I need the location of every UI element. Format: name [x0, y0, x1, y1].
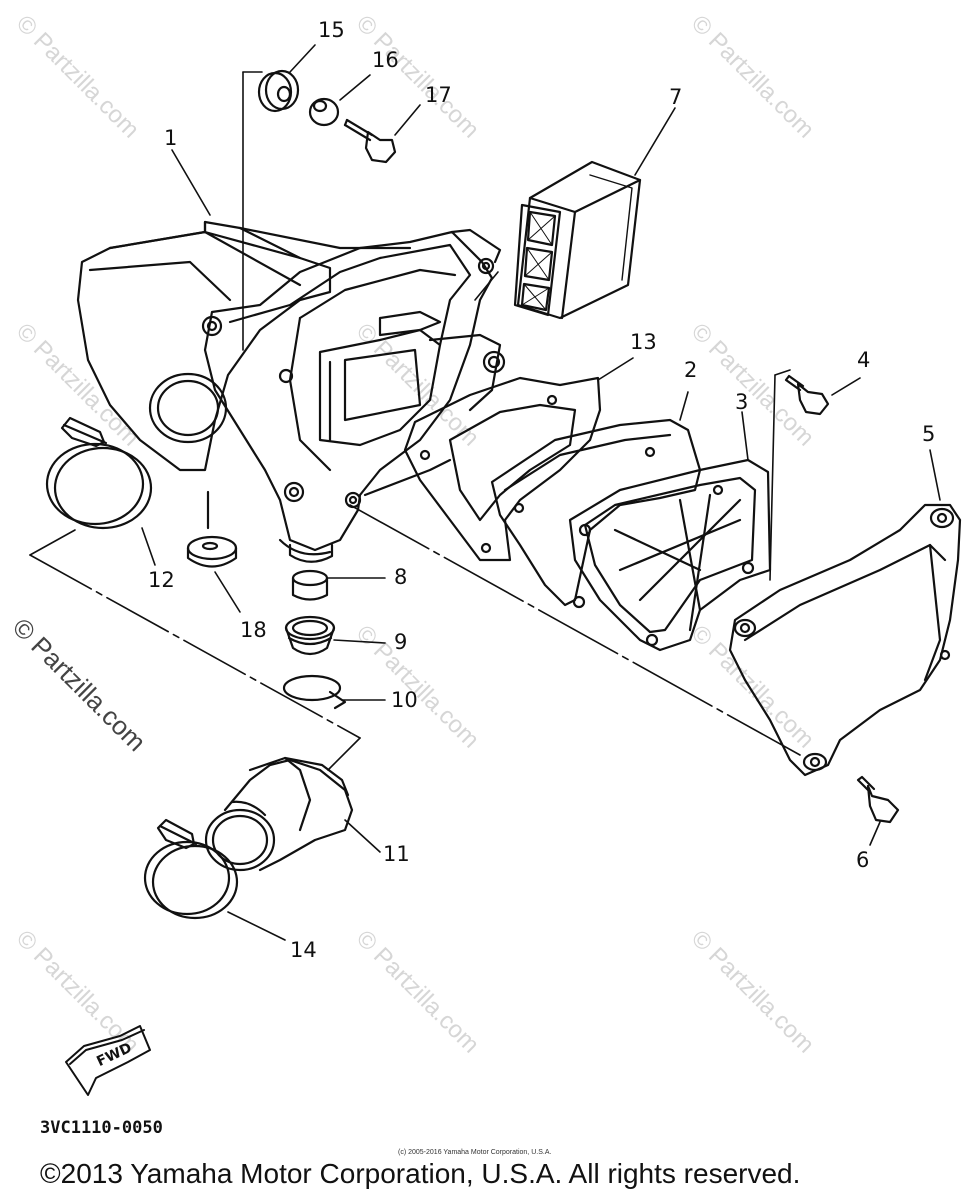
part-collar [308, 97, 340, 127]
copyright: ©2013 Yamaha Motor Corporation, U.S.A. A… [40, 1158, 801, 1189]
callout-5: 5 [922, 422, 936, 446]
callout-6: 6 [856, 848, 870, 872]
fwd-arrow-icon [65, 1025, 151, 1096]
callout-7: 7 [669, 85, 683, 109]
callout-15: 15 [318, 18, 345, 42]
callout-18: 18 [240, 618, 267, 642]
callout-11: 11 [383, 842, 410, 866]
part-clip-10 [282, 674, 347, 710]
part-cap-8 [291, 569, 329, 601]
callout-17: 17 [425, 83, 452, 107]
part-gasket [403, 376, 602, 562]
part-band-clamp-14 [143, 818, 239, 920]
part-filter-element [513, 160, 642, 320]
callout-16: 16 [372, 48, 399, 72]
part-plate [490, 418, 702, 609]
part-cover [728, 503, 962, 777]
callout-2: 2 [684, 358, 698, 382]
part-air-filter-case [76, 220, 506, 563]
part-screw-6 [856, 775, 900, 824]
callout-9: 9 [394, 630, 408, 654]
callout-13: 13 [630, 330, 657, 354]
callout-8: 8 [394, 565, 408, 589]
callout-1: 1 [164, 126, 178, 150]
part-damper [186, 490, 238, 568]
part-grommet-top [257, 69, 300, 113]
callout-3: 3 [735, 390, 749, 414]
part-bolt-17 [343, 118, 397, 164]
callout-10: 10 [391, 688, 418, 712]
diagram-code: 3VC1110-0050 [40, 1118, 163, 1138]
leader-lines [29, 44, 941, 941]
callout-14: 14 [290, 938, 317, 962]
part-joint [204, 756, 354, 872]
part-band-clamp-12 [45, 416, 153, 530]
part-boot-9 [284, 615, 336, 656]
callout-4: 4 [857, 348, 871, 372]
part-frame [568, 458, 772, 652]
part-screw-4 [784, 374, 830, 416]
callout-12: 12 [148, 568, 175, 592]
copyright-small: (c) 2005-2016 Yamaha Motor Corporation, … [398, 1149, 552, 1156]
